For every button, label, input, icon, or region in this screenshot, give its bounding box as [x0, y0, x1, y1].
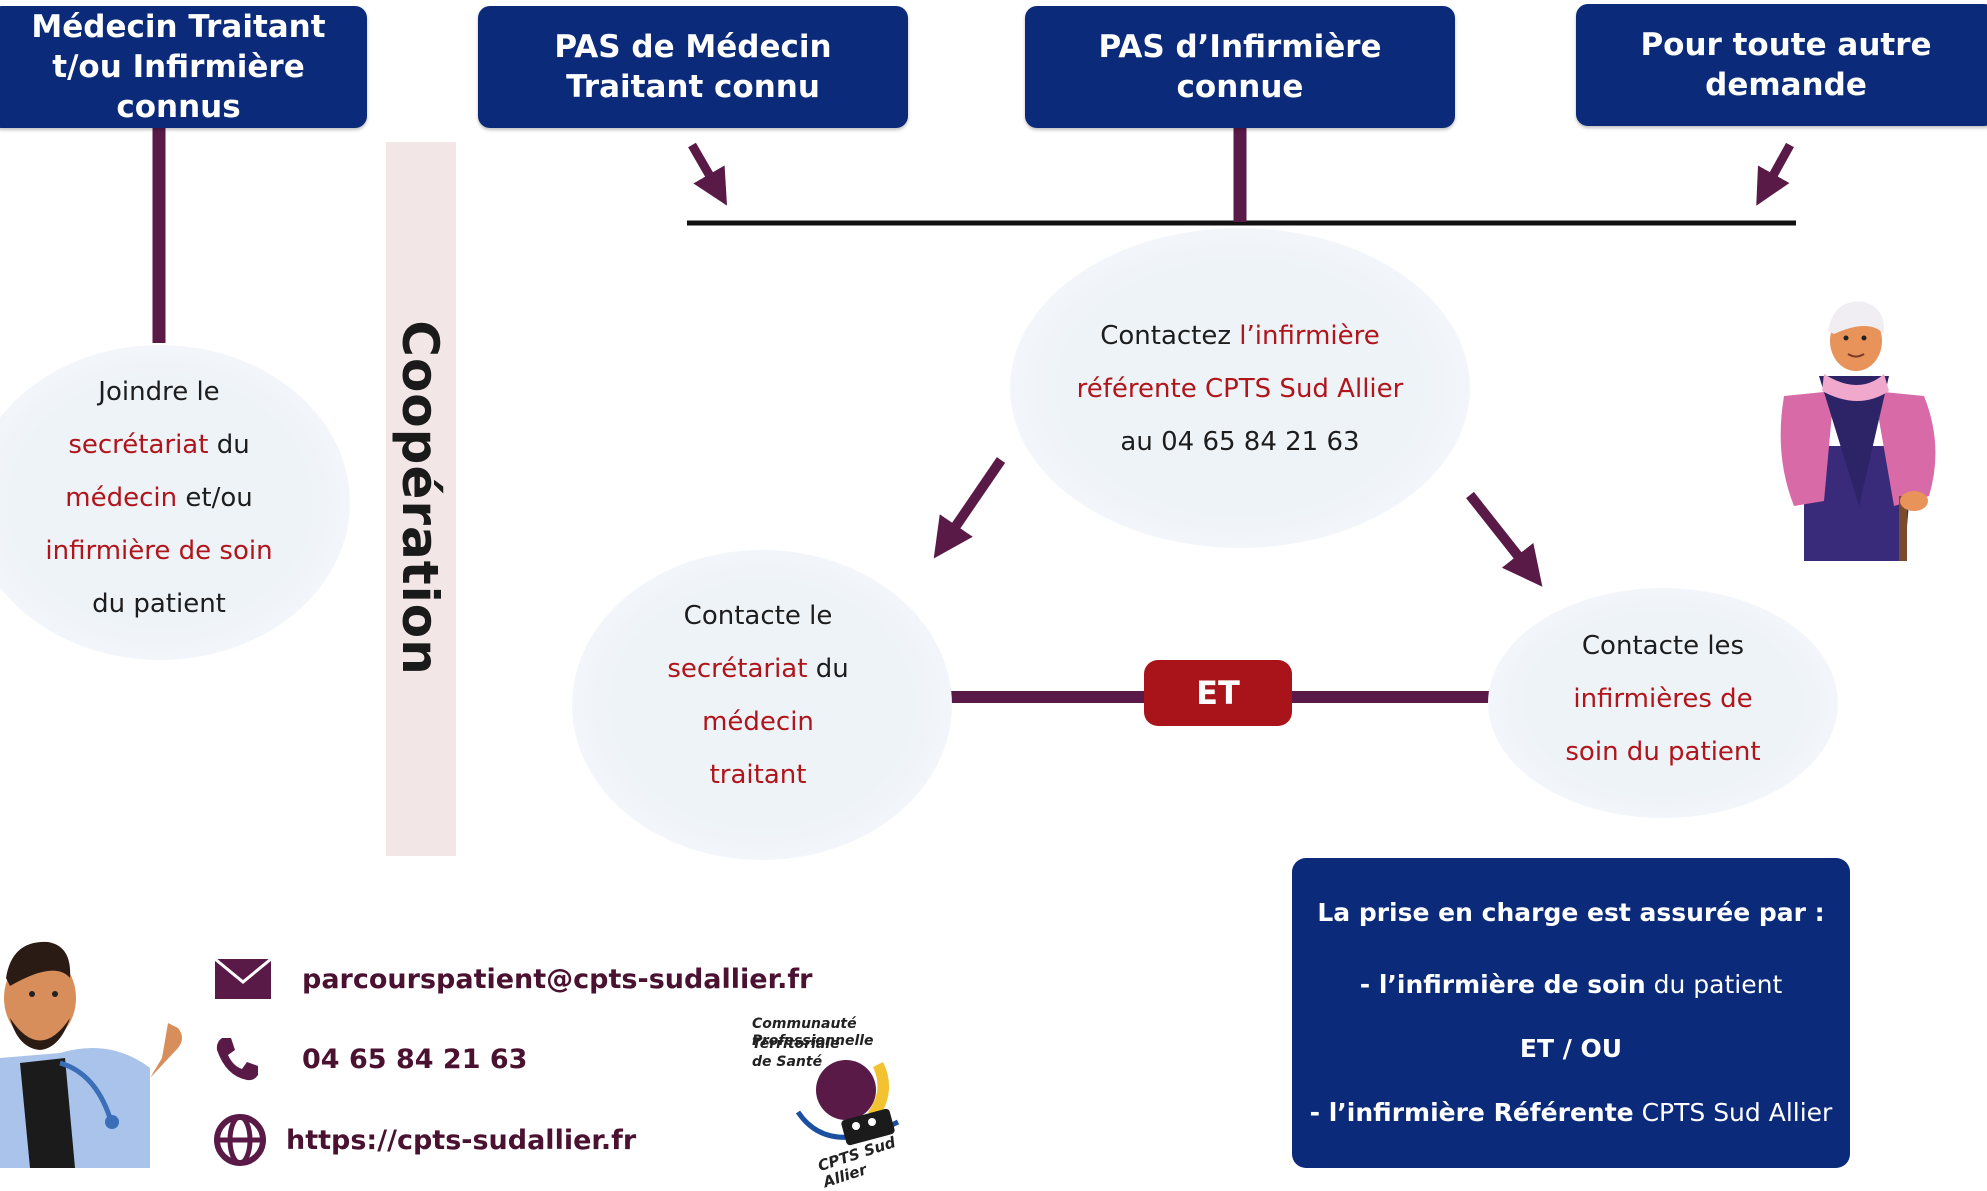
box-title-line1: PAS d’Infirmière: [1098, 29, 1382, 65]
box-title-line2: connue: [1176, 69, 1304, 105]
summary-title: La prise en charge est assurée par :: [1317, 898, 1825, 927]
box-title-line2: demande: [1705, 67, 1867, 103]
box-pas-infirmiere: PAS d’Infirmière connue: [1025, 6, 1455, 128]
phone-row: 04 65 84 21 63: [214, 1036, 527, 1082]
cpts-logo: Communauté Professionnelle Territoriale …: [748, 1012, 948, 1191]
left-bubble: [0, 345, 350, 660]
box-title-line2: Traitant connu: [566, 69, 820, 105]
flow-connectors: [152, 128, 1796, 703]
cooperation-label: Coopération: [391, 320, 449, 676]
left-bubble-line1: Joindre le: [98, 377, 220, 407]
secretariat-line4: traitant: [709, 760, 807, 790]
email-link[interactable]: parcourspatient@cpts-sudallier.fr: [302, 963, 813, 995]
arrow-box4-down: [1756, 142, 1794, 206]
elderly-woman-illustration: [1780, 301, 1936, 561]
left-bubble-line4: infirmière de soin: [45, 536, 273, 566]
center-line1: Contactez l’infirmière: [1040, 310, 1440, 363]
arrow-to-secretariat: [933, 457, 1006, 559]
summary-item1-bold: - l’infirmière de soin: [1359, 970, 1646, 999]
nurses-line3: soin du patient: [1565, 737, 1761, 767]
mail-icon: [214, 958, 272, 999]
secretariat-line2: secrétariat du: [608, 643, 908, 696]
nurses-bubble: [1488, 588, 1838, 818]
center-line2: référente CPTS Sud Allier: [1076, 374, 1404, 404]
summary-item2: - l’infirmière Référente CPTS Sud Allier: [1292, 1098, 1850, 1127]
website-link[interactable]: https://cpts-sudallier.fr: [286, 1124, 637, 1156]
secretariat-bubble: [572, 550, 952, 860]
box-autre-demande: Pour toute autre demande: [1576, 4, 1987, 126]
summary-item2-rest: CPTS Sud Allier: [1633, 1098, 1833, 1127]
left-bubble-line3: médecin et/ou: [0, 472, 318, 525]
box-medecin-traitant: Médecin Traitant t/ou Infirmière connus: [0, 6, 367, 128]
arrow-box2-down: [688, 142, 728, 206]
website-row: https://cpts-sudallier.fr: [214, 1114, 636, 1166]
nurses-bubble-text: Contacte les infirmières de soin du pati…: [1513, 620, 1813, 779]
globe-icon: [214, 1114, 266, 1166]
et-badge: ET: [1144, 660, 1292, 726]
left-bubble-line2: secrétariat du: [0, 419, 318, 472]
summary-item1: - l’infirmière de soin du patient: [1292, 970, 1850, 999]
secretariat-red: secrétariat: [667, 654, 808, 684]
box-title-line2: t/ou Infirmière connus: [52, 49, 305, 125]
secretariat-rest: du: [807, 654, 849, 684]
doctor-illustration: [0, 941, 182, 1168]
logo-line1: Communauté Professionnelle: [752, 1016, 874, 1049]
phone-number[interactable]: 04 65 84 21 63: [302, 1043, 528, 1075]
logo-line3: de Santé: [752, 1054, 823, 1070]
box-title-line1: Médecin Traitant: [31, 9, 326, 45]
secretariat-line1: Contacte le: [683, 601, 833, 631]
nurses-line2: infirmières de: [1573, 684, 1753, 714]
logo-emblem: [795, 1060, 900, 1146]
arrow-to-nurses: [1466, 491, 1543, 587]
box-title-line1: PAS de Médecin: [554, 29, 832, 65]
left-line3-rest: et/ou: [177, 483, 253, 513]
center-line3: au 04 65 84 21 63: [1120, 427, 1360, 457]
box-title-line1: Pour toute autre: [1640, 27, 1932, 63]
left-bubble-text: Joindre le secrétariat du médecin et/ou …: [0, 366, 318, 631]
summary-item2-bold: - l’infirmière Référente: [1309, 1098, 1634, 1127]
summary-connector: ET / OU: [1519, 1034, 1623, 1063]
center-bubble: [1010, 228, 1470, 548]
left-line2-rest: du: [208, 430, 250, 460]
email-row: parcourspatient@cpts-sudallier.fr: [214, 958, 812, 1000]
left-bubble-line5: du patient: [92, 589, 226, 619]
secretariat-line3: médecin: [702, 707, 814, 737]
center-line1-red: l’infirmière: [1239, 321, 1380, 351]
logo-line2: Territoriale: [752, 1036, 840, 1052]
cooperation-band: [386, 142, 456, 856]
summary-item1-rest: du patient: [1645, 970, 1783, 999]
left-red-secretariat: secrétariat: [68, 430, 209, 460]
center-bubble-text: Contactez l’infirmière référente CPTS Su…: [1040, 310, 1440, 469]
phone-icon: [216, 1038, 258, 1081]
center-line1-black: Contactez: [1100, 321, 1240, 351]
left-red-medecin: médecin: [65, 483, 178, 513]
nurses-line1: Contacte les: [1581, 631, 1745, 661]
secretariat-bubble-text: Contacte le secrétariat du médecin trait…: [608, 590, 908, 802]
summary-box: La prise en charge est assurée par : - l…: [1292, 858, 1850, 1168]
